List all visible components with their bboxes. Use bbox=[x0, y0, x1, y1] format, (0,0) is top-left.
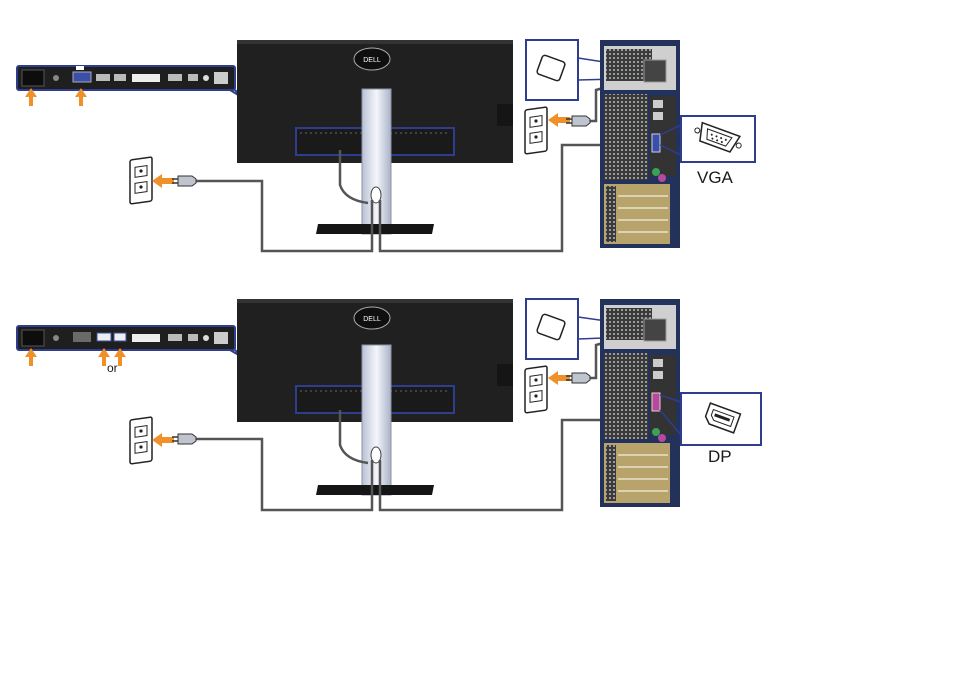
diagram-vga: DELL bbox=[17, 40, 755, 251]
connector-label: VGA bbox=[697, 168, 734, 187]
outlet-arrow bbox=[152, 433, 174, 447]
monitor-port-panel bbox=[17, 66, 235, 90]
outlet-arrow bbox=[152, 174, 174, 188]
wall-outlet-icon bbox=[525, 107, 547, 154]
outlet-arrow bbox=[548, 113, 570, 127]
monitor-port-panel bbox=[17, 326, 235, 350]
dell-logo-icon: DELL bbox=[363, 316, 381, 323]
wall-outlet-icon bbox=[130, 417, 152, 464]
power-plug-icon bbox=[172, 434, 196, 444]
computer-tower bbox=[600, 40, 680, 248]
computer-tower bbox=[600, 299, 680, 507]
power-plug-icon bbox=[172, 176, 196, 186]
outlet-arrow bbox=[548, 371, 570, 385]
wall-outlet-icon bbox=[525, 366, 547, 413]
dell-logo-icon: DELL bbox=[363, 57, 381, 64]
diagram-displayport: or DELL bbox=[17, 299, 761, 510]
or-label: or bbox=[107, 361, 118, 375]
connector-label: DP bbox=[708, 447, 732, 466]
wall-outlet-icon bbox=[130, 157, 152, 204]
